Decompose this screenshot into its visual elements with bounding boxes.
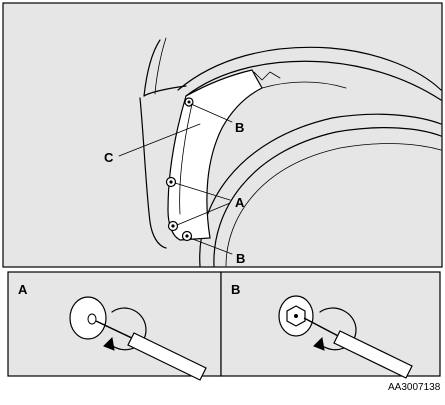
figure-code: AA3007138	[388, 382, 441, 393]
fender-outline	[139, 37, 442, 249]
callout-c: C	[104, 150, 114, 165]
detail-a-label: A	[18, 282, 28, 297]
detail-panel-a: A	[7, 271, 222, 381]
detail-panel-b: B	[220, 271, 441, 379]
detail-b-label: B	[231, 282, 240, 297]
main-view-panel: B C A B	[2, 2, 443, 268]
leader-lines	[118, 103, 233, 255]
callout-b-top: B	[235, 120, 244, 135]
callout-a: A	[235, 195, 245, 210]
callout-b-bottom: B	[236, 251, 245, 266]
